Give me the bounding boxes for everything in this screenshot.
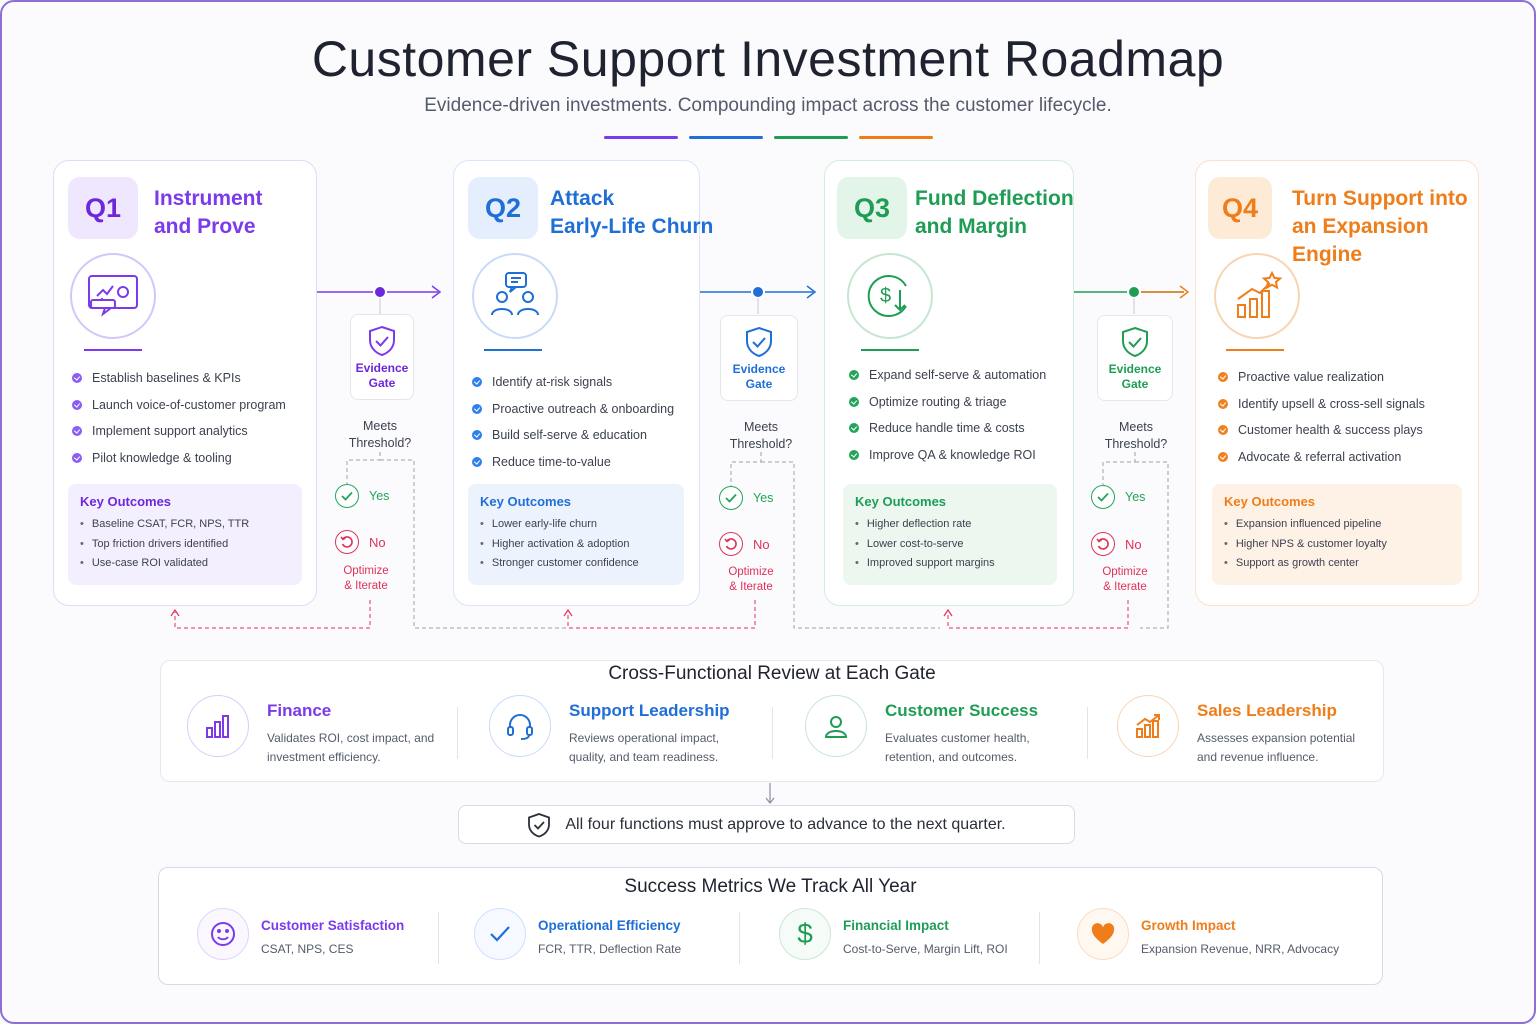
approval-text: All four functions must approve to advan… — [565, 815, 1006, 833]
metric-operational-efficiency: Operational Efficiency FCR, TTR, Deflect… — [474, 908, 734, 968]
key-outcomes: Key Outcomes Lower early-life churn High… — [468, 484, 684, 585]
shield-check-icon — [1122, 326, 1148, 358]
analytics-screen-icon — [70, 253, 156, 339]
metrics-title: Success Metrics We Track All Year — [624, 876, 917, 897]
retry-icon — [335, 530, 359, 554]
optimize-iterate-label: Optimize& Iterate — [1102, 566, 1148, 593]
shield-check-icon — [746, 326, 772, 358]
shield-check-icon — [369, 325, 395, 357]
growth-chart-icon — [1117, 695, 1179, 757]
bar-chart-icon — [187, 695, 249, 757]
list-item: Proactive outreach & onboarding — [472, 396, 674, 423]
check-icon — [1091, 485, 1115, 509]
list-item: Launch voice-of-customer program — [72, 392, 286, 419]
heart-icon — [1077, 908, 1129, 960]
optimize-iterate-label: Optimize& Iterate — [343, 565, 389, 592]
list-item: Advocate & referral activation — [1218, 444, 1425, 471]
quarter-badge: Q4 — [1208, 177, 1272, 239]
quarter-badge: Q2 — [468, 177, 538, 239]
check-icon — [335, 484, 359, 508]
metric-customer-satisfaction: Customer Satisfaction CSAT, NPS, CES — [197, 908, 437, 968]
quarter-items: Establish baselines & KPIs Launch voice-… — [72, 365, 286, 471]
gate-yes: Yes — [335, 484, 389, 508]
key-outcomes: Key Outcomes Higher deflection rate Lowe… — [843, 484, 1057, 585]
quarter-items: Expand self-serve & automation Optimize … — [849, 362, 1046, 468]
gate-yes: Yes — [1091, 485, 1145, 509]
list-item: Proactive value realization — [1218, 364, 1425, 391]
approval-banner: All four functions must approve to advan… — [458, 805, 1075, 844]
quarter-items: Identify at-risk signals Proactive outre… — [472, 369, 674, 475]
key-outcomes: Key Outcomes Expansion influenced pipeli… — [1212, 484, 1462, 585]
cross-functional-review: Cross-Functional Review at Each Gate Fin… — [160, 660, 1384, 782]
page-title: Customer Support Investment Roadmap — [311, 31, 1225, 87]
person-icon — [805, 695, 867, 757]
list-item: Improve QA & knowledge ROI — [849, 442, 1046, 469]
retry-icon — [719, 532, 743, 556]
page-subtitle: Evidence-driven investments. Compounding… — [424, 95, 1112, 116]
list-item: Build self-serve & education — [472, 422, 674, 449]
quarter-badge: Q3 — [837, 177, 907, 239]
key-outcomes: Key Outcomes Baseline CSAT, FCR, NPS, TT… — [68, 484, 302, 585]
headset-icon — [489, 695, 551, 757]
svg-text:$: $ — [880, 285, 891, 307]
people-chat-icon — [472, 253, 558, 339]
list-item: Identify at-risk signals — [472, 369, 674, 396]
quarter-badge: Q1 — [68, 177, 138, 239]
gate-yes: Yes — [719, 486, 773, 510]
review-function-finance: Finance Validates ROI, cost impact, and … — [187, 695, 437, 767]
review-function-customer-success: Customer Success Evaluates customer heal… — [805, 695, 1065, 767]
dollar-icon: $ — [779, 908, 831, 960]
success-metrics: Success Metrics We Track All Year Custom… — [158, 867, 1383, 985]
list-item: Implement support analytics — [72, 418, 286, 445]
metric-financial-impact: $ Financial Impact Cost-to-Serve, Margin… — [779, 908, 1039, 968]
metric-growth-impact: Growth Impact Expansion Revenue, NRR, Ad… — [1077, 908, 1367, 968]
retry-icon — [1091, 532, 1115, 556]
review-title: Cross-Functional Review at Each Gate — [608, 663, 936, 684]
list-item: Pilot knowledge & tooling — [72, 445, 286, 472]
gate-no: No — [719, 532, 770, 556]
review-function-sales-leadership: Sales Leadership Assesses expansion pote… — [1117, 695, 1377, 767]
smiley-icon — [197, 908, 249, 960]
list-item: Expand self-serve & automation — [849, 362, 1046, 389]
shield-check-icon — [528, 812, 551, 837]
gate-no: No — [1091, 532, 1142, 556]
growth-chart-star-icon — [1214, 253, 1300, 339]
gate-no: No — [335, 530, 386, 554]
list-item: Customer health & success plays — [1218, 417, 1425, 444]
check-icon — [719, 486, 743, 510]
optimize-iterate-label: Optimize& Iterate — [728, 566, 774, 593]
list-item: Optimize routing & triage — [849, 389, 1046, 416]
quarter-items: Proactive value realization Identify ups… — [1218, 364, 1425, 470]
title-color-bars — [604, 136, 934, 140]
review-function-support-leadership: Support Leadership Reviews operational i… — [489, 695, 749, 767]
check-icon — [474, 908, 526, 960]
list-item: Identify upsell & cross-sell signals — [1218, 391, 1425, 418]
list-item: Establish baselines & KPIs — [72, 365, 286, 392]
dollar-down-icon: $ — [847, 253, 933, 339]
list-item: Reduce handle time & costs — [849, 415, 1046, 442]
list-item: Reduce time-to-value — [472, 449, 674, 476]
